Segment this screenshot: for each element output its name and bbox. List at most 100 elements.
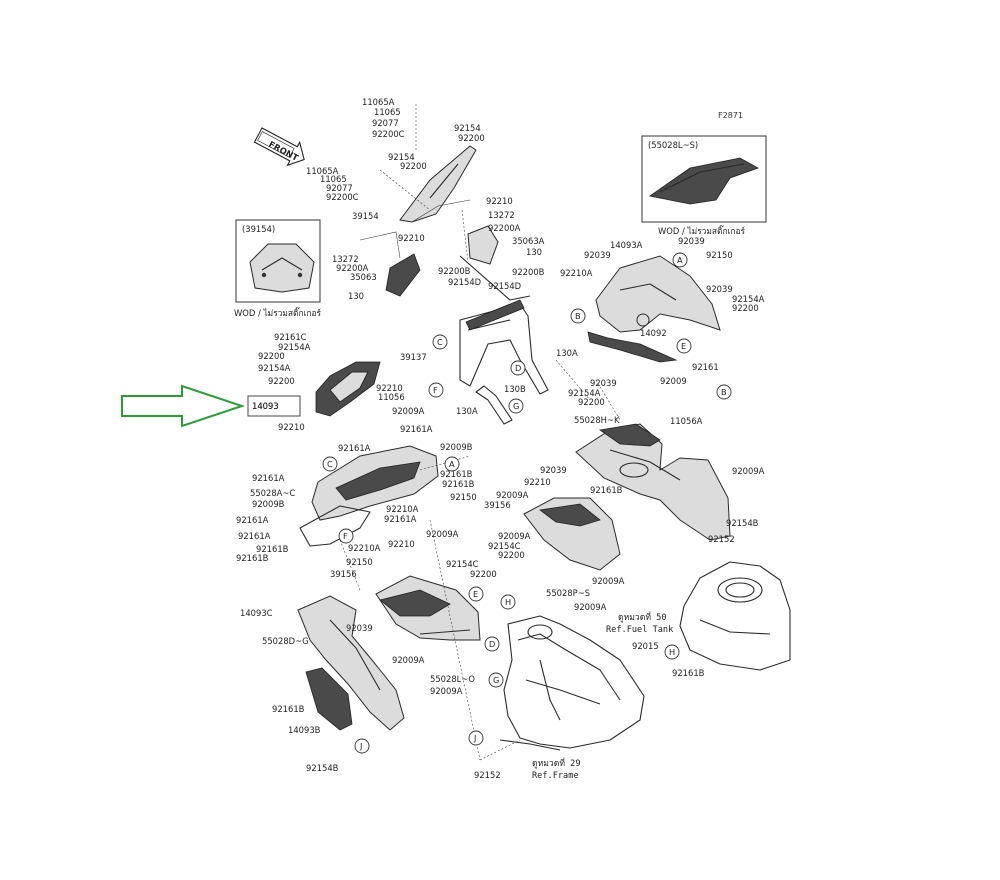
- part-number-label: 92210: [278, 422, 305, 432]
- part-number-label: 130A: [456, 406, 478, 416]
- part-number-label: 92015: [632, 641, 659, 651]
- svg-text:F: F: [433, 385, 438, 395]
- part-number-label: 92210: [524, 477, 551, 487]
- svg-text:D: D: [489, 639, 495, 649]
- part-number-label: 92154A: [278, 342, 311, 352]
- highlight-arrow-icon: [121, 384, 246, 428]
- part-number-label: 11065A: [306, 166, 339, 176]
- part-number-label: 92161A: [236, 515, 269, 525]
- part-number-label: 92154: [454, 123, 481, 133]
- part-number-label: 92161B: [272, 704, 305, 714]
- callout-f-mid: F: [338, 528, 354, 544]
- part-number-label: 92039: [706, 284, 733, 294]
- svg-text:G: G: [493, 675, 499, 685]
- ref-frame-en: Ref.Frame: [532, 771, 579, 781]
- part-number-label: 92009A: [498, 531, 531, 541]
- windscreen-part: [359, 104, 477, 263]
- right-side-cowl-part: [575, 423, 731, 541]
- part-number-label: 11056: [378, 392, 405, 402]
- part-number-label: 92009A: [426, 529, 459, 539]
- part-number-label: 92161B: [256, 544, 289, 554]
- part-number-label: 92009A: [496, 490, 529, 500]
- svg-text:B: B: [575, 311, 581, 321]
- part-number-label: 92161A: [338, 443, 371, 453]
- part-number-label: 11065: [374, 107, 401, 117]
- part-number-label: 11056A: [670, 416, 703, 426]
- part-number-label: 92210A: [560, 268, 593, 278]
- part-number-label: 39154: [352, 211, 379, 221]
- part-number-label: 92009A: [592, 576, 625, 586]
- upper-right-cowl-part: [587, 255, 721, 363]
- center-cowl-part: [299, 445, 439, 547]
- inset-windscreen: (39154): [235, 219, 321, 303]
- cowl-stay-part: [459, 299, 549, 425]
- callout-d-upper: D: [510, 360, 526, 376]
- inset-side-cover: (55028L~S): [641, 135, 767, 223]
- part-labels: 11065A110659207792200C921549220011065A11…: [0, 0, 765, 780]
- callout-a-upper: A: [672, 252, 688, 268]
- svg-text:G: G: [513, 401, 519, 411]
- part-number-label: 92161B: [0, 0, 33, 2]
- svg-text:H: H: [669, 647, 675, 657]
- part-number-label: 35063: [350, 272, 377, 282]
- part-number-label: 92154A: [732, 294, 765, 304]
- callout-j-left: J: [354, 738, 370, 754]
- part-number-label: 92161: [692, 362, 719, 372]
- part-number-label: 13272: [332, 254, 359, 264]
- part-number-label: 92009B: [440, 442, 473, 452]
- part-number-label: 92009A: [392, 655, 425, 665]
- part-number-label: 92200: [470, 569, 497, 579]
- part-number-label: 92161B: [590, 485, 623, 495]
- part-number-label: 39156: [330, 569, 357, 579]
- part-number-label: 92161B: [672, 668, 705, 678]
- part-number-label: 92009A: [574, 602, 607, 612]
- part-number-label: 92200A: [336, 263, 369, 273]
- part-number-label: 92039: [346, 623, 373, 633]
- callout-c-upper: C: [432, 334, 448, 350]
- part-number-label: 130B: [504, 384, 526, 394]
- part-number-label: 92200: [458, 133, 485, 143]
- part-number-label: 92161A: [384, 514, 417, 524]
- part-number-label: 92210A: [348, 543, 381, 553]
- callout-c-mid: C: [322, 456, 338, 472]
- part-number-label: 130: [348, 291, 364, 301]
- part-number-label: 92200: [400, 161, 427, 171]
- part-number-label: 92154C: [488, 541, 521, 551]
- svg-text:H: H: [505, 597, 511, 607]
- callout-b-right: B: [716, 384, 732, 400]
- part-number-label: 92152: [474, 770, 501, 780]
- frame-part: [499, 615, 645, 751]
- lower-center-cowl-part: [523, 497, 621, 571]
- screen-bracket-part: [385, 225, 531, 301]
- part-number-label: 92077: [372, 118, 399, 128]
- part-number-label: 92210A: [386, 504, 419, 514]
- inset-side-cover-code: (55028L~S): [648, 140, 698, 150]
- svg-text:F: F: [343, 531, 348, 541]
- part-number-label: 92039: [540, 465, 567, 475]
- part-number-label: 92009A: [732, 466, 765, 476]
- part-number-label: 92039: [590, 378, 617, 388]
- fuel-tank-part: [679, 561, 791, 671]
- ref-frame-th: ดูหมวดที่ 29: [532, 757, 581, 769]
- svg-text:A: A: [449, 459, 455, 469]
- callout-f-upper: F: [428, 382, 444, 398]
- callout-a-mid: A: [444, 456, 460, 472]
- part-number-label: 92039: [584, 250, 611, 260]
- part-number-label: 92210: [486, 196, 513, 206]
- inset-windscreen-note: WOD / ไม่รวมสติ๊กเกอร์: [234, 306, 322, 318]
- part-number-label: 14093: [252, 401, 279, 411]
- part-number-label: 92154B: [306, 763, 339, 773]
- svg-text:C: C: [327, 459, 333, 469]
- part-number-label: 92200C: [326, 192, 359, 202]
- left-front-cowl-part: [315, 361, 381, 417]
- svg-text:C: C: [437, 337, 443, 347]
- part-number-label: 14093B: [288, 725, 321, 735]
- left-side-cowl-part: [375, 575, 481, 641]
- part-number-label: 92077: [326, 183, 353, 193]
- part-number-label: 92200: [258, 351, 285, 361]
- part-number-label: 92200C: [372, 129, 405, 139]
- part-number-label: 92161B: [440, 469, 473, 479]
- part-number-label: 92039: [678, 236, 705, 246]
- part-number-label: 92150: [346, 557, 373, 567]
